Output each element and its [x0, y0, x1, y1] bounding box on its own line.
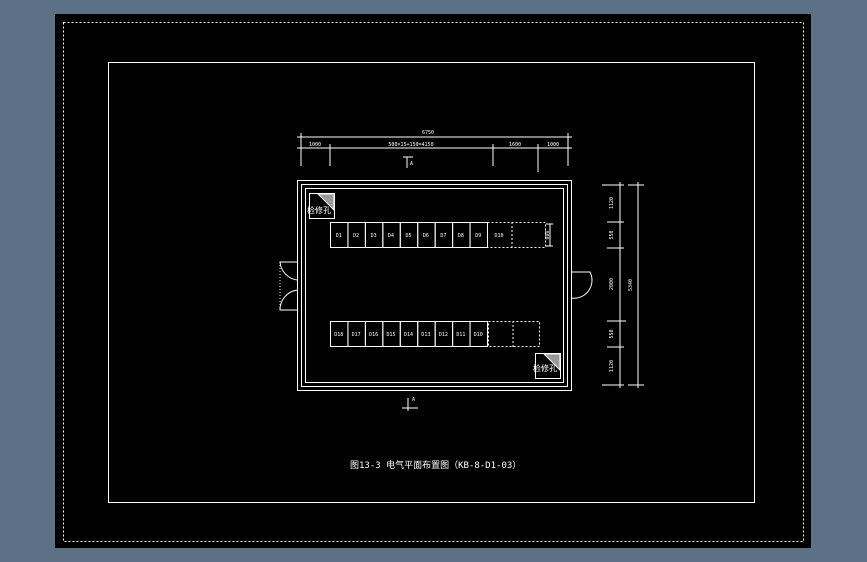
left-door: [279, 261, 298, 311]
dim-r5: 1120: [609, 360, 615, 372]
cabinet-label: D18: [334, 332, 343, 338]
cabinet-label: D17: [352, 332, 361, 338]
cabinet-label: D6: [423, 233, 429, 239]
cabinet-label: D2: [353, 233, 359, 239]
room-walls: [297, 180, 572, 391]
right-door: [570, 271, 593, 299]
cabinet-label: D8: [458, 233, 464, 239]
dim-left: 1000: [309, 142, 321, 148]
depth-label: 800: [543, 230, 549, 239]
cabinet-label: D3: [371, 233, 377, 239]
dim-r4: 550: [609, 329, 615, 338]
top-dimensions: [297, 133, 572, 172]
dim-middle: 500×15+150=4150: [388, 142, 433, 148]
cabinet-label: D7: [440, 233, 446, 239]
spare-cabinet-top: [487, 222, 546, 248]
dim-total: 6750: [422, 130, 434, 136]
cabinet-label: D13: [421, 332, 430, 338]
drawing-title: 图13-3 电气平面布置图（KB-8-D1-03）: [350, 459, 521, 471]
dim-right1: 1600: [509, 142, 521, 148]
cabinet-label: D15: [387, 332, 396, 338]
spare-label-top: D10: [494, 233, 503, 239]
cabinet: [469, 321, 488, 347]
access-hatch-top: [309, 193, 335, 219]
cabinet-label: D11: [456, 332, 465, 338]
cabinet-label: D5: [405, 233, 411, 239]
top-cabinet-row: D1 D2 D3 D4 D5 D6 D7 D8 D9: [330, 222, 488, 248]
cabinet-label: D12: [439, 332, 448, 338]
dim-r1: 1120: [609, 197, 615, 209]
cabinet-label: D9: [475, 233, 481, 239]
sheet-dashed-border: [63, 22, 804, 542]
cabinet-label: D14: [404, 332, 413, 338]
cabinet-label: D16: [369, 332, 378, 338]
dim-right2: 1000: [547, 142, 559, 148]
dim-r3: 2000: [609, 278, 615, 290]
access-hatch-bottom: [535, 353, 561, 379]
drawing-frame: [108, 62, 755, 503]
spare-cabinet-bottom: [488, 321, 540, 347]
section-mark-bottom: A: [412, 397, 415, 403]
cabinet-label: D1: [336, 233, 342, 239]
room-label-bottom: 检修孔: [533, 363, 557, 373]
cabinet-label: D4: [388, 233, 394, 239]
room-label-top: 检修孔: [307, 205, 331, 215]
cabinet-label: D10: [474, 332, 483, 338]
bottom-cabinet-row: D18 D17 D16 D15 D14 D13 D12 D11 D10: [330, 321, 488, 347]
right-dimensions: [602, 182, 644, 388]
dim-r2: 550: [609, 230, 615, 239]
dim-r-total: 5340: [628, 279, 634, 291]
drawing-sheet[interactable]: [55, 14, 811, 548]
section-mark-top: A: [410, 161, 413, 167]
